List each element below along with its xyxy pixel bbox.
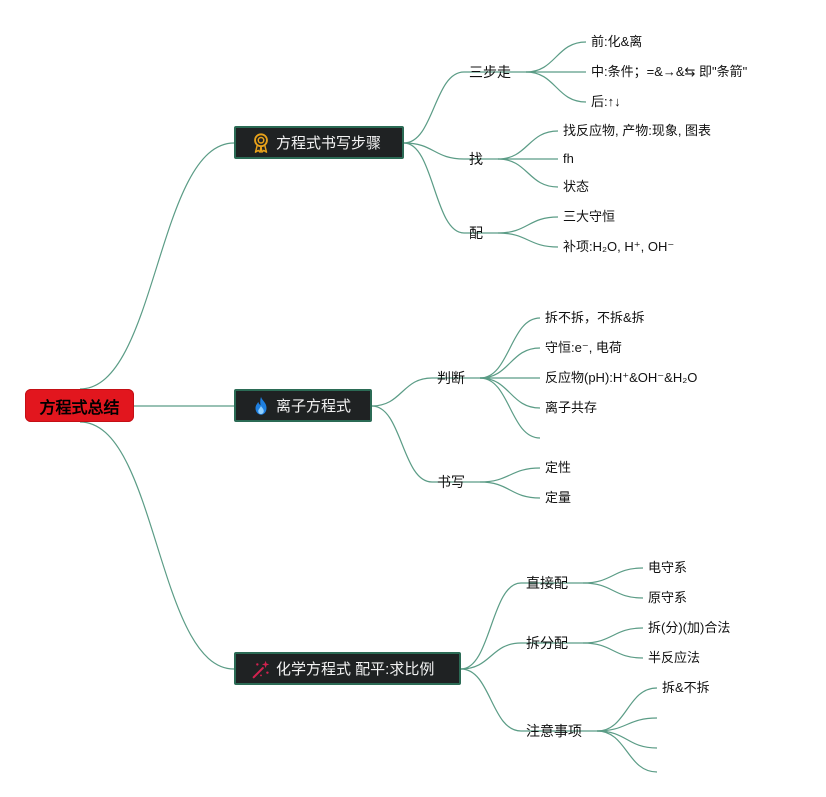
leaf-item[interactable]: 半反应法 bbox=[648, 650, 701, 665]
leaf-item[interactable]: 中:条件；=&→&⇆ 即"条箭" bbox=[591, 64, 748, 79]
connector bbox=[497, 216, 559, 234]
root-connector bbox=[79, 142, 235, 390]
connector bbox=[582, 642, 644, 659]
leaf-item[interactable]: 原守系 bbox=[648, 590, 688, 605]
connector bbox=[582, 627, 644, 644]
connector bbox=[371, 377, 433, 407]
leaf-item[interactable]: 拆不拆，不拆&拆 bbox=[545, 310, 645, 325]
topic-label: 化学方程式 配平:求比例 bbox=[276, 661, 435, 678]
connector bbox=[479, 467, 541, 483]
connector bbox=[497, 232, 559, 248]
connector bbox=[460, 582, 522, 670]
leaf-item[interactable]: 拆&不拆 bbox=[662, 680, 710, 695]
root-node[interactable]: 方程式总结 bbox=[25, 389, 134, 422]
root-label: 方程式总结 bbox=[39, 399, 120, 417]
connector bbox=[479, 317, 541, 379]
subtopic-three-steps[interactable]: 三步走 bbox=[469, 64, 511, 80]
leaf-item[interactable]: 拆(分)(加)合法 bbox=[648, 620, 731, 635]
connector bbox=[479, 481, 541, 499]
leaf-item[interactable]: 找反应物, 产物:现象, 图表 bbox=[563, 123, 712, 138]
leaf-item[interactable]: 守恒:e⁻, 电荷 bbox=[545, 340, 622, 355]
connector bbox=[497, 158, 559, 188]
connector bbox=[596, 730, 658, 773]
connector bbox=[582, 567, 644, 584]
connector bbox=[525, 71, 587, 103]
leaf-item[interactable]: 补项:H₂O, H⁺, OH⁻ bbox=[563, 239, 675, 254]
leaf-item[interactable]: 后:↑↓ bbox=[591, 94, 621, 109]
topic-equation-writing-steps[interactable]: 方程式书写步骤 bbox=[234, 126, 404, 159]
connector bbox=[596, 717, 658, 732]
leaf-item[interactable]: 定量 bbox=[545, 490, 572, 505]
leaf-item[interactable]: fh bbox=[563, 151, 574, 166]
connector bbox=[479, 377, 541, 409]
leaf-item[interactable]: 电守系 bbox=[648, 560, 688, 575]
connector bbox=[479, 347, 541, 379]
award-medal-icon bbox=[254, 132, 268, 153]
connector bbox=[596, 730, 658, 749]
connector bbox=[596, 687, 658, 732]
leaf-item[interactable]: 离子共存 bbox=[545, 400, 598, 415]
subtopic-direct-balance[interactable]: 直接配 bbox=[526, 575, 568, 591]
connector bbox=[371, 405, 433, 483]
subtopic-split-balance[interactable]: 拆分配 bbox=[526, 635, 568, 651]
root-connector bbox=[79, 421, 235, 670]
connector bbox=[403, 142, 465, 234]
sparkle-icon bbox=[252, 660, 270, 678]
connector bbox=[497, 130, 559, 160]
topic-label: 离子方程式 bbox=[276, 398, 352, 415]
leaf-item[interactable]: 三大守恒 bbox=[563, 209, 616, 224]
leaf-item[interactable]: 定性 bbox=[545, 460, 572, 475]
subtopic-writing[interactable]: 书写 bbox=[437, 474, 465, 490]
topic-chemical-equation-balancing[interactable]: 化学方程式 配平:求比例 bbox=[234, 652, 461, 685]
connector bbox=[479, 377, 541, 439]
flame-icon bbox=[255, 396, 267, 415]
leaf-item[interactable]: 前:化&离 bbox=[591, 34, 643, 49]
leaf-item[interactable]: 状态 bbox=[563, 179, 590, 194]
topic-ionic-equation[interactable]: 离子方程式 bbox=[234, 389, 372, 422]
subtopic-balance[interactable]: 配 bbox=[469, 225, 483, 241]
connector bbox=[403, 71, 465, 144]
leaf-item[interactable]: 反应物(pH):H⁺&OH⁻&H₂O bbox=[545, 370, 698, 385]
subtopic-find[interactable]: 找 bbox=[469, 151, 483, 167]
subtopic-notes[interactable]: 注意事项 bbox=[526, 723, 582, 739]
connector bbox=[582, 582, 644, 599]
connector bbox=[460, 668, 522, 732]
subtopic-judge[interactable]: 判断 bbox=[437, 370, 465, 386]
connector bbox=[460, 642, 522, 670]
connector bbox=[525, 41, 587, 73]
topic-label: 方程式书写步骤 bbox=[276, 135, 382, 152]
connector bbox=[403, 142, 465, 160]
